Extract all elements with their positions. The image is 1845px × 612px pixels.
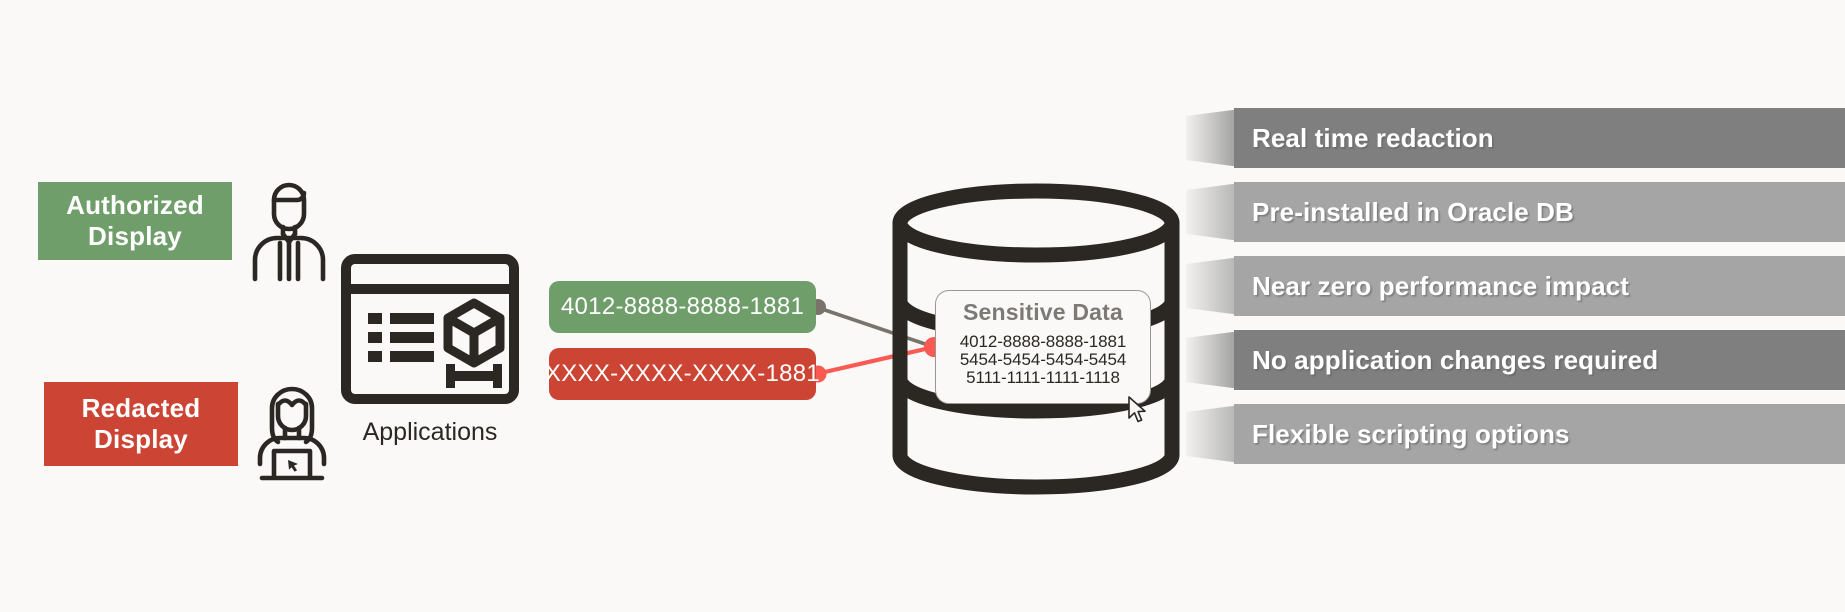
benefit-ribbon-label: Near zero performance impact — [1234, 256, 1845, 316]
sensitive-data-record: 5111-1111-1111-1118 — [966, 368, 1120, 388]
sensitive-data-record: 5454-5454-5454-5454 — [959, 350, 1127, 370]
clear-card-number-pill: 4012-8888-8888-1881 — [549, 281, 816, 333]
masked-card-number-pill: XXXX-XXXX-XXXX-1881 — [545, 348, 820, 400]
authorized-display-chip-line1: Authorized — [66, 190, 204, 221]
authorized-display-chip-line2: Display — [88, 221, 182, 251]
sensitive-data-title: Sensitive Data — [962, 299, 1124, 325]
ribbon-wedge-icon — [1186, 256, 1248, 316]
benefit-ribbon: Flexible scripting options — [1186, 404, 1845, 464]
benefit-ribbon-label: Real time redaction — [1234, 108, 1845, 168]
redacted-display-chip-line2: Display — [94, 424, 188, 454]
businessman-icon — [252, 182, 326, 282]
redacted-display-chip-line1: Redacted — [81, 393, 201, 424]
masked-card-number-value: XXXX-XXXX-XXXX-1881 — [544, 360, 821, 387]
connector-masked-line — [815, 344, 935, 377]
benefit-ribbon-label: Flexible scripting options — [1234, 404, 1845, 464]
sensitive-data-record: 4012-8888-8888-1881 — [959, 332, 1127, 351]
applications-label: Applications — [362, 418, 498, 446]
benefits-ribbon-list: Real time redaction Pre-installed in Ora… — [1186, 108, 1845, 528]
clear-card-number-value: 4012-8888-8888-1881 — [560, 293, 805, 320]
mouse-pointer-icon — [1128, 396, 1146, 423]
benefit-ribbon-label: No application changes required — [1234, 330, 1845, 390]
benefit-ribbon: No application changes required — [1186, 330, 1845, 390]
ribbon-wedge-icon — [1186, 330, 1248, 390]
connector-clear-line — [815, 305, 935, 349]
benefit-ribbon: Real time redaction — [1186, 108, 1845, 168]
ribbon-wedge-icon — [1186, 404, 1248, 464]
female-analyst-laptop-icon — [257, 386, 327, 481]
ribbon-wedge-icon — [1186, 108, 1248, 168]
sensitive-data-panel: Sensitive Data 4012-8888-8888-1881 5454-… — [935, 290, 1151, 404]
ribbon-wedge-icon — [1186, 182, 1248, 242]
benefit-ribbon: Pre-installed in Oracle DB — [1186, 182, 1845, 242]
benefit-ribbon: Near zero performance impact — [1186, 256, 1845, 316]
benefit-ribbon-label: Pre-installed in Oracle DB — [1234, 182, 1845, 242]
authorized-display-chip: Authorized Display — [38, 182, 232, 260]
application-window-icon — [341, 254, 519, 404]
redacted-display-chip: Redacted Display — [44, 382, 238, 466]
